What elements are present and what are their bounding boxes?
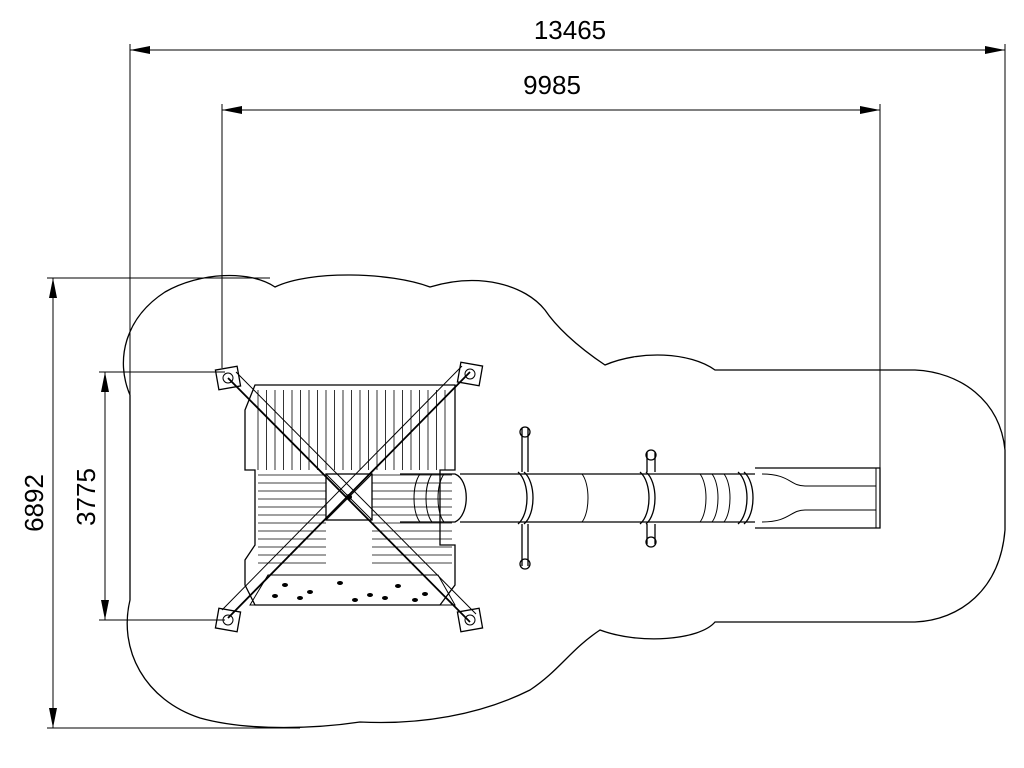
slide-exit-chute — [755, 467, 881, 529]
slide-support-1 — [519, 426, 531, 570]
dimension-label-overall-width: 13465 — [534, 15, 606, 45]
dimension-overall-depth: 6892 — [19, 277, 300, 729]
dimension-label-structure-depth: 3775 — [71, 468, 101, 526]
slide-support-2 — [645, 449, 657, 548]
climbing-hold — [282, 583, 288, 587]
deck-slats — [257, 390, 452, 564]
climbing-hold — [382, 596, 388, 600]
climbing-hold — [367, 593, 373, 597]
climbing-hold — [297, 596, 303, 600]
dimension-overall-width: 13465 — [129, 15, 1006, 450]
corner-post-top-left — [214, 365, 242, 391]
climbing-holds — [272, 581, 428, 602]
climbing-hold — [272, 594, 278, 598]
dimension-label-overall-depth: 6892 — [19, 474, 49, 532]
tower-structure — [214, 361, 484, 633]
climbing-wall-panel — [249, 574, 456, 606]
dimension-structure-depth: 3775 — [71, 371, 225, 621]
climbing-hold — [307, 590, 313, 594]
tube-slide — [400, 426, 881, 570]
corner-post-bottom-right — [456, 607, 484, 633]
dimension-structure-width: 9985 — [221, 70, 881, 468]
climbing-hold — [352, 598, 358, 602]
safety-zone-outline — [122, 274, 1006, 729]
climbing-hold — [395, 584, 401, 588]
climbing-hold — [422, 592, 428, 596]
dimension-label-structure-width: 9985 — [523, 70, 581, 100]
climbing-hold — [337, 581, 343, 585]
corner-post-bottom-left — [214, 607, 242, 633]
roof-center-hub — [325, 473, 373, 521]
corner-post-top-right — [456, 361, 484, 387]
climbing-hold — [412, 598, 418, 602]
